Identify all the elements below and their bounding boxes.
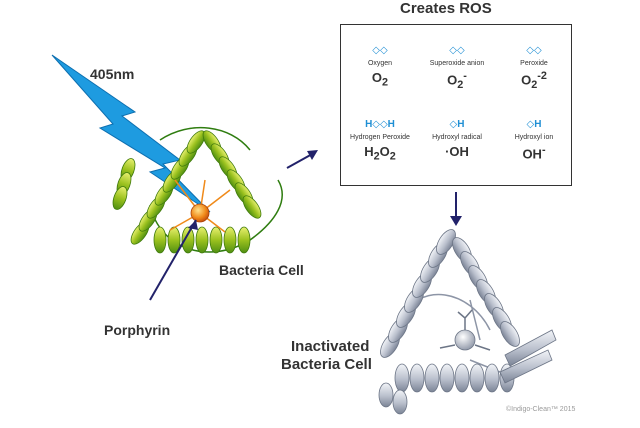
molecule-icon: ◇◇ <box>449 44 465 56</box>
ros-title: Creates ROS <box>400 0 492 17</box>
ros-item-name: Oxygen <box>367 60 393 67</box>
molecule-icon: ◇H <box>449 118 465 130</box>
ros-item-formula: H2O2 <box>364 144 396 163</box>
ros-item-formula: O2- <box>447 70 467 91</box>
inactivated-label-line1: Inactivated <box>291 338 370 355</box>
bacteria-cell-label: Bacteria Cell <box>219 262 304 278</box>
ros-item-formula: ·OH <box>445 144 469 159</box>
ros-item-peroxide: ◇◇ Peroxide O2-2 <box>495 43 573 91</box>
ros-item-hydroxyl-radical: ◇H Hydroxyl radical ·OH <box>418 117 496 160</box>
ros-item-name: Superoxide anion <box>429 60 485 67</box>
ros-item-name: Peroxide <box>520 60 548 67</box>
ros-item-formula: OH- <box>522 144 546 162</box>
ros-item-formula: O2 <box>371 70 389 89</box>
copyright-note: ©Indigo-Clean™ 2015 <box>506 406 576 413</box>
inactivated-protein <box>378 229 557 415</box>
molecule-icon: ◇◇ <box>526 44 542 56</box>
molecule-icon: H◇◇H <box>365 118 395 130</box>
ros-box: ◇◇ Oxygen O2 ◇◇ Superoxide anion O2- ◇◇ … <box>340 24 572 186</box>
ros-item-name: Hydroxyl ion <box>514 134 554 141</box>
ros-item-hydroxyl-ion: ◇H Hydroxyl ion OH- <box>495 117 573 162</box>
ros-item-oxygen: ◇◇ Oxygen O2 <box>341 43 419 89</box>
light-bolt-icon <box>51 54 211 213</box>
porphyrin-pointer <box>149 219 197 301</box>
ros-item-formula: O2-2 <box>521 70 547 91</box>
inactivated-label-line2: Bacteria Cell <box>281 356 372 373</box>
ros-item-hydrogen-peroxide: H◇◇H Hydrogen Peroxide H2O2 <box>341 117 419 163</box>
ros-item-name: Hydroxyl radical <box>432 134 482 141</box>
ros-item-name: Hydrogen Peroxide <box>350 134 410 141</box>
wavelength-label: 405nm <box>90 66 135 82</box>
bacteria-cell-protein <box>112 127 283 254</box>
ros-item-superoxide: ◇◇ Superoxide anion O2- <box>418 43 496 91</box>
porphyrin-label: Porphyrin <box>104 322 171 338</box>
molecule-icon: ◇H <box>526 118 542 130</box>
molecule-icon: ◇◇ <box>372 44 388 56</box>
